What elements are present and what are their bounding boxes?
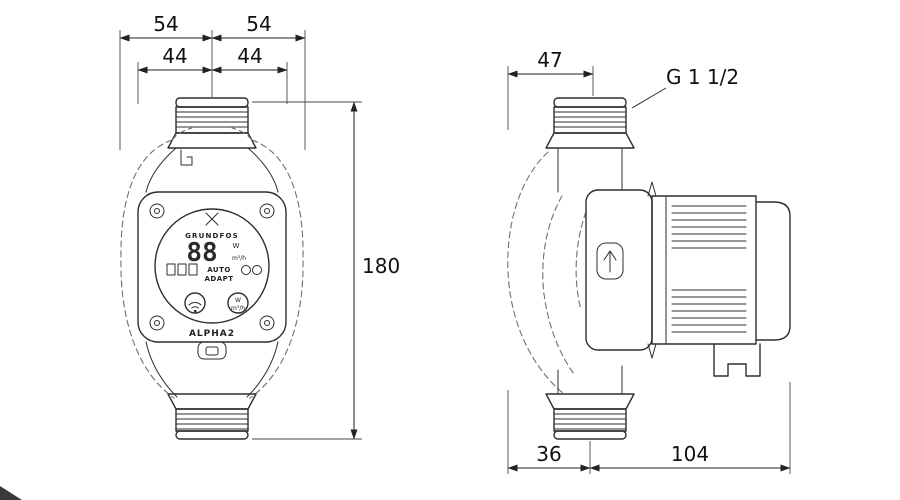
front-top-threads bbox=[175, 111, 249, 128]
corner-screws bbox=[149, 203, 275, 331]
vent-slots-lower bbox=[671, 289, 747, 333]
wifi-dot-icon bbox=[193, 309, 197, 313]
info-status-icon bbox=[252, 265, 262, 275]
button-flow-label: m³/h bbox=[231, 305, 245, 312]
top-pointer bbox=[647, 181, 657, 197]
side-dim-top: 47 bbox=[507, 48, 594, 78]
unit-flow-label: m³/h bbox=[232, 255, 246, 262]
side-top-port bbox=[545, 97, 635, 193]
dim-outer-right-label: 54 bbox=[246, 12, 271, 36]
dim-outer-left-label: 54 bbox=[153, 12, 178, 36]
connect-button[interactable] bbox=[184, 292, 206, 314]
front-dim-inner: 44 44 bbox=[137, 44, 288, 74]
wifi-status-icon bbox=[241, 265, 251, 275]
corner-artifact bbox=[0, 486, 22, 500]
front-dim-height: 180 bbox=[350, 101, 400, 440]
front-bottom-threads bbox=[175, 413, 249, 430]
up-arrow-icon bbox=[603, 250, 617, 273]
control-panel: GRUNDFOS 88 W m³/h AUTO ADAPT bbox=[166, 212, 262, 339]
side-top-threads bbox=[553, 111, 627, 128]
side-dim-bottom: 36 104 bbox=[507, 442, 791, 472]
display-toggle-button[interactable]: W m³/h bbox=[227, 292, 249, 314]
front-top-port bbox=[167, 97, 257, 149]
dim-inner-left-label: 44 bbox=[162, 44, 187, 68]
thread-size-label: G 1 1/2 bbox=[666, 65, 739, 89]
side-volute-outline bbox=[507, 151, 587, 395]
side-view: 47 G 1 1/2 bbox=[507, 48, 791, 474]
thread-callout: G 1 1/2 bbox=[631, 65, 739, 109]
mounting-foot bbox=[713, 343, 761, 377]
button-power-label: W bbox=[235, 297, 241, 304]
end-cap bbox=[755, 201, 791, 341]
mode-label-1: AUTO bbox=[207, 266, 231, 274]
display-value: 88 bbox=[186, 238, 217, 268]
flow-arrow-badge bbox=[596, 242, 624, 280]
thread-leader-line bbox=[631, 87, 667, 109]
dim-height-label: 180 bbox=[362, 254, 400, 278]
dim-top-label: 47 bbox=[537, 48, 562, 72]
grundfos-logo-icon bbox=[205, 212, 219, 226]
wifi-icon bbox=[188, 302, 202, 309]
control-panel-ring bbox=[154, 208, 270, 324]
mode-label-2: ADAPT bbox=[204, 275, 233, 283]
side-control-box bbox=[585, 181, 657, 359]
unit-power-label: W bbox=[233, 242, 240, 250]
status-indicator-icons bbox=[241, 265, 262, 275]
dim-bottom-left-label: 36 bbox=[536, 442, 561, 466]
vent-slots-upper bbox=[671, 205, 747, 249]
bottom-pointer bbox=[647, 343, 657, 359]
side-bottom-threads bbox=[553, 413, 627, 430]
side-bottom-port bbox=[545, 365, 635, 440]
model-label: ALPHA2 bbox=[189, 329, 235, 339]
side-extension-lines bbox=[507, 66, 791, 474]
front-faceplate: GRUNDFOS 88 W m³/h AUTO ADAPT bbox=[137, 191, 287, 360]
front-view: 54 54 44 44 180 bbox=[119, 12, 400, 440]
faceplate-bottom-clip bbox=[197, 341, 227, 360]
front-bottom-port bbox=[167, 393, 257, 440]
side-stator-housing bbox=[651, 195, 791, 377]
display-status-icons bbox=[166, 263, 198, 276]
dim-inner-right-label: 44 bbox=[237, 44, 262, 68]
brand-label: GRUNDFOS bbox=[185, 232, 239, 240]
front-head-contours bbox=[145, 147, 279, 398]
front-extension-lines bbox=[119, 30, 362, 440]
front-dim-outer: 54 54 bbox=[119, 12, 306, 42]
dim-bottom-right-label: 104 bbox=[671, 442, 709, 466]
cable-clip bbox=[180, 149, 193, 166]
front-body-outline bbox=[120, 127, 304, 399]
